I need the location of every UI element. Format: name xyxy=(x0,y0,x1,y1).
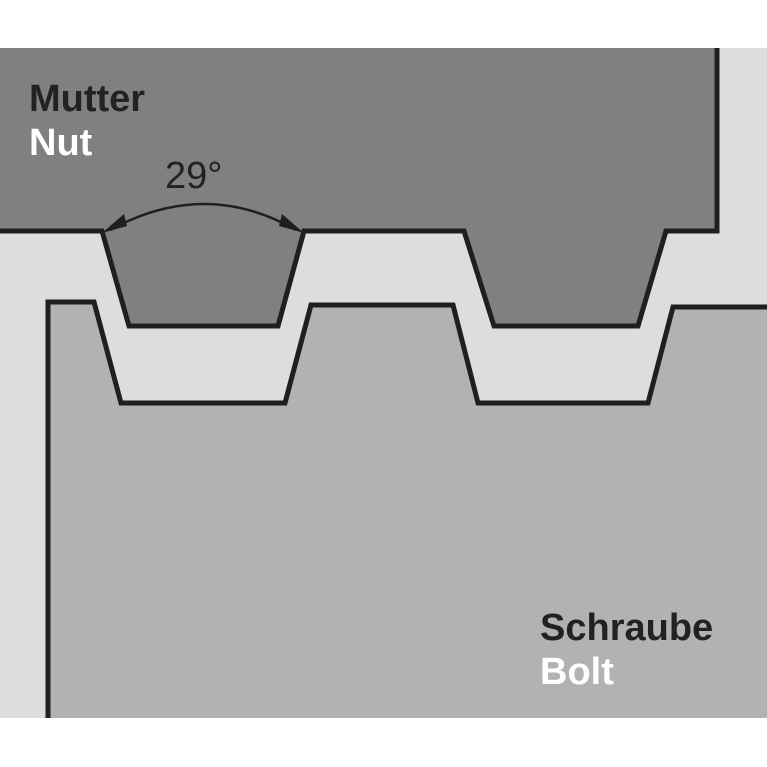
left-arrowhead-icon xyxy=(102,214,127,233)
angle-arc xyxy=(109,202,297,232)
bolt-label-german: Schraube xyxy=(540,607,713,649)
nut-label-english: Nut xyxy=(29,122,93,164)
angle-label: 29° xyxy=(165,155,222,197)
nut-body xyxy=(0,48,717,326)
nut-label-german: Mutter xyxy=(29,78,145,120)
bolt-label-english: Bolt xyxy=(540,651,614,693)
nut-thread-outline xyxy=(0,48,720,329)
bolt-thread-outline xyxy=(45,299,767,718)
right-arrowhead-icon xyxy=(279,214,304,233)
bolt-body xyxy=(48,302,767,718)
